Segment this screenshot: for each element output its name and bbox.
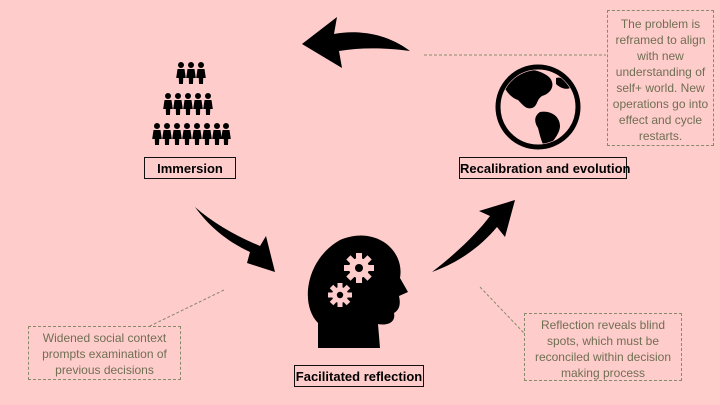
arrow-left-icon xyxy=(195,207,275,272)
head-with-gears-icon xyxy=(307,235,408,348)
connector-immersion-note xyxy=(149,289,225,327)
connector-reflection-note xyxy=(479,286,525,334)
arrow-right-icon xyxy=(432,200,515,272)
note-recalibration: The problem is reframed to align with ne… xyxy=(607,10,714,146)
arrow-top-icon xyxy=(302,17,410,68)
stage-immersion-label: Immersion xyxy=(144,157,236,179)
stage-recalibration-label: Recalibration and evolution xyxy=(459,157,630,179)
globe-americas-icon xyxy=(495,64,581,150)
stage-reflection-label: Facilitated reflection xyxy=(294,365,424,387)
crowd-pyramid-icon xyxy=(152,62,231,145)
note-immersion: Widened social context prompts examinati… xyxy=(28,326,181,380)
note-reflection: Reflection reveals blind spots, which mu… xyxy=(524,313,682,381)
